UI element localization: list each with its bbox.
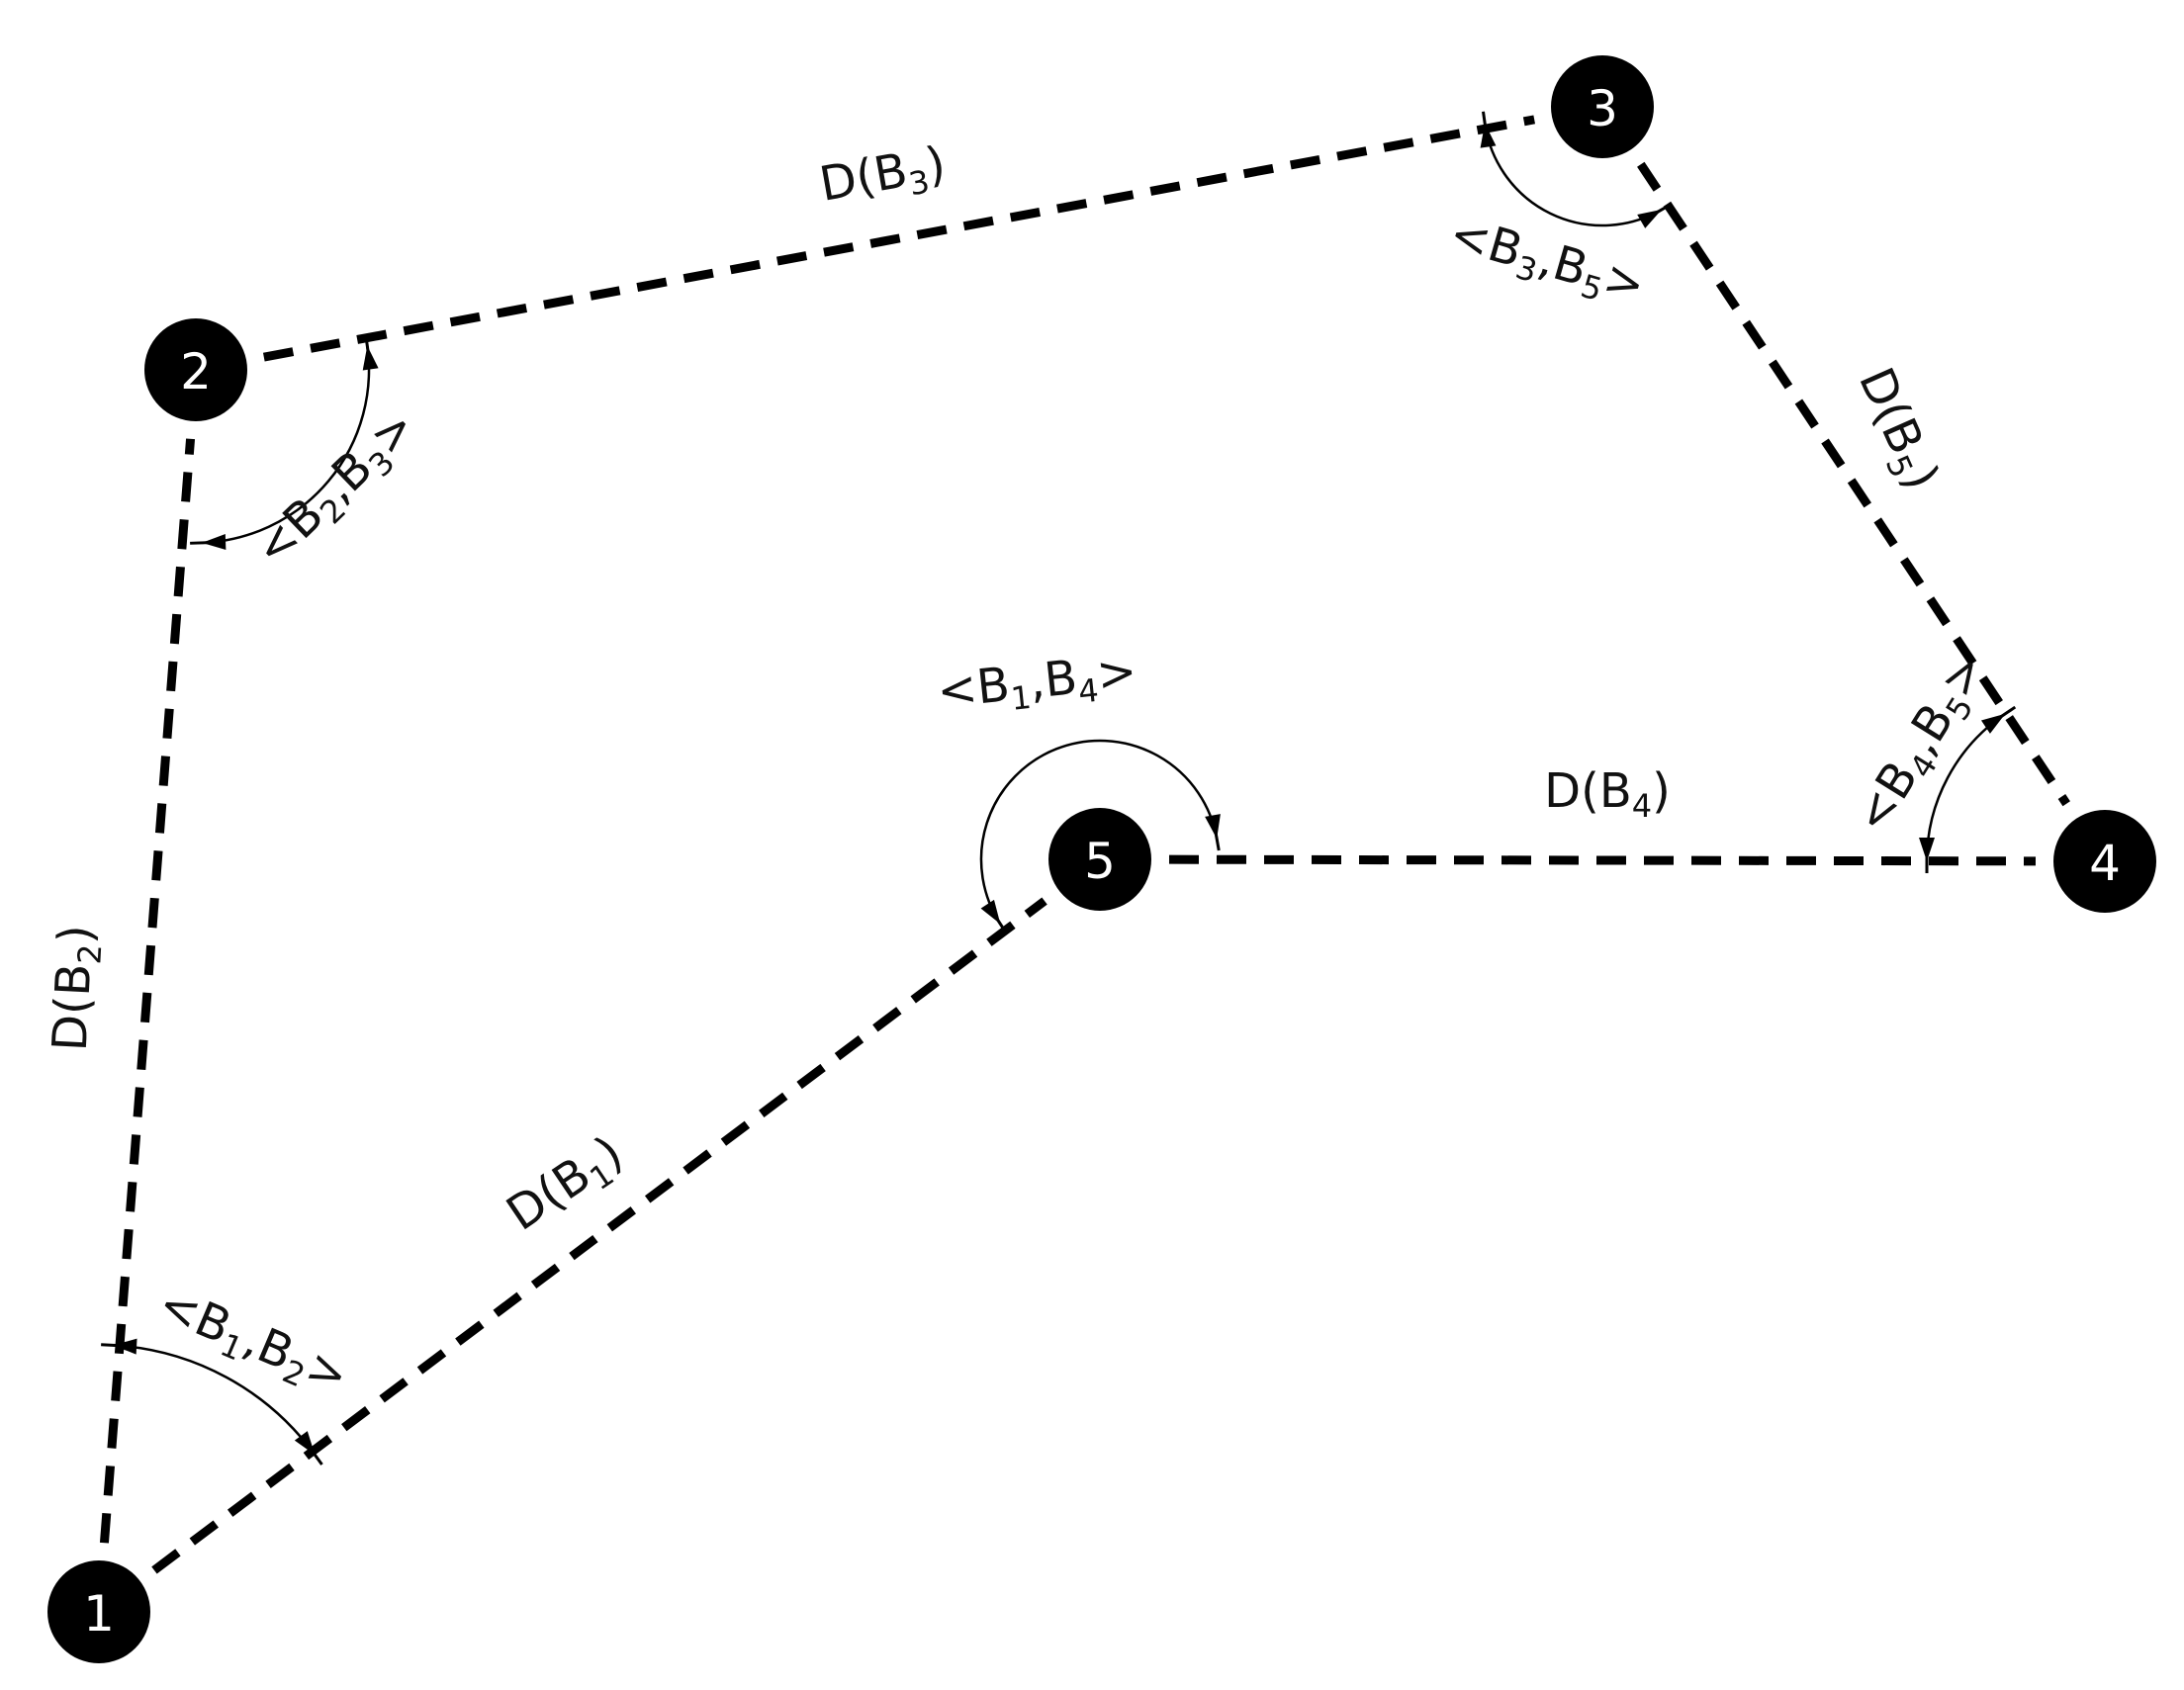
angle-b3-b5-arrow-start — [1480, 123, 1497, 148]
angle-b4-b5-arc — [1919, 705, 2017, 873]
node-1-circle — [47, 1560, 150, 1663]
angle-labels: <B1,B2> <B2,B3> <B3,B5> <B4,B5> <B1,B4> — [148, 206, 2002, 1410]
angle-b3-b5-arc — [1480, 111, 1674, 228]
angle-label-b1-b2: <B1,B2> — [148, 1276, 356, 1410]
edges — [99, 115, 2070, 1574]
nodes: 1 2 3 4 5 — [47, 55, 2156, 1663]
angle-b2-b3-arrow-start — [362, 345, 379, 371]
node-2: 2 — [144, 318, 247, 421]
angle-b1-b2-arrow-start — [113, 1338, 137, 1355]
edge-label-d-b5: D(B5) — [1843, 360, 1951, 500]
angle-b1-b4-arrow-end — [980, 899, 1001, 925]
angle-b1-b4-arrow-start — [1205, 814, 1221, 840]
angle-b4-b5-arrow-start — [1980, 713, 2006, 734]
edge-label-d-b2: D(B2) — [43, 924, 111, 1053]
node-2-label: 2 — [180, 343, 212, 400]
angle-label-b3-b5: <B3,B5> — [1442, 206, 1652, 319]
angle-b4-b5-arrow-end — [1919, 838, 1935, 861]
angle-label-b4-b5: <B4,B5> — [1844, 644, 2002, 845]
edge-2-3 — [262, 115, 1536, 362]
node-5-circle — [1048, 808, 1151, 911]
node-4-label: 4 — [2089, 835, 2121, 892]
angle-label-b1-b4: <B1,B4> — [935, 644, 1140, 726]
node-2-circle — [144, 318, 247, 421]
node-3: 3 — [1551, 55, 1654, 158]
node-5: 5 — [1048, 808, 1151, 911]
angle-b1-b2-arc — [101, 1338, 323, 1466]
angle-label-b2-b3: <B2,B3> — [244, 399, 431, 581]
angle-b2-b3-arc — [190, 333, 379, 551]
edge-label-d-b4: D(B4) — [1544, 763, 1671, 825]
node-5-label: 5 — [1084, 833, 1116, 890]
node-4-circle — [2053, 810, 2156, 913]
edge-5-4 — [1168, 854, 2037, 866]
angle-b2-b3-arrow-end — [202, 534, 227, 551]
edge-label-d-b3: D(B3) — [815, 136, 951, 219]
node-1: 1 — [47, 1560, 150, 1663]
angle-arcs — [101, 111, 2017, 1466]
node-3-circle — [1551, 55, 1654, 158]
node-4: 4 — [2053, 810, 2156, 913]
node-3-label: 3 — [1587, 80, 1618, 137]
edge-1-2 — [99, 438, 196, 1544]
node-1-label: 1 — [83, 1585, 115, 1643]
angle-b3-b5-arrow-end — [1637, 209, 1662, 228]
angle-b1-b4-arc — [979, 739, 1221, 935]
angle-b1-b2-arrow-end — [294, 1431, 316, 1456]
edge-3-4 — [1637, 161, 2070, 807]
edge-1-5 — [151, 897, 1047, 1574]
